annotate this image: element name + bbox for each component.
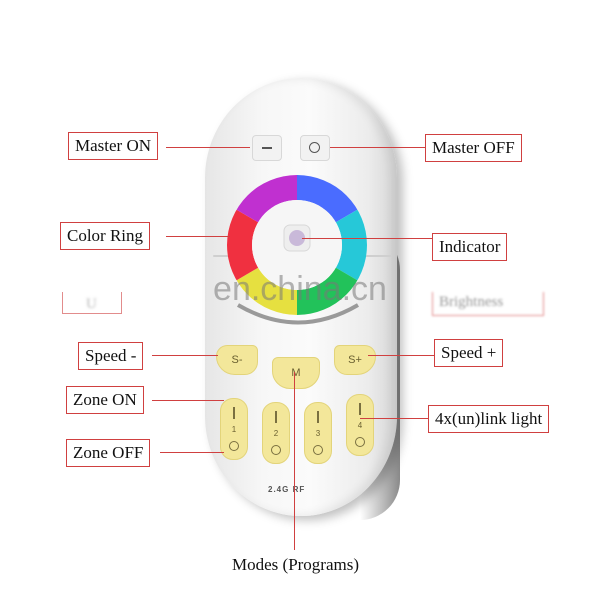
master-off-key — [300, 135, 330, 161]
leader-master-off — [330, 147, 425, 148]
label-link-light: 4x(un)link light — [428, 405, 550, 433]
label-master-off: Master OFF — [425, 134, 522, 162]
circle-icon — [271, 445, 281, 455]
zone-key-4: 4 — [346, 394, 374, 456]
label-speed-minus: Speed - — [78, 342, 144, 370]
speed-minus-key: S- — [216, 345, 258, 375]
label-zone-off: Zone OFF — [66, 439, 151, 467]
zone-key-2: 2 — [262, 402, 290, 464]
label-modes: Modes (Programs) — [232, 555, 360, 574]
leader-speed-plus — [368, 355, 434, 356]
leader-master-on — [166, 147, 250, 148]
leader-indicator — [302, 238, 432, 239]
leader-zone-on — [152, 400, 224, 401]
speed-plus-key: S+ — [334, 345, 376, 375]
brightness-slider — [236, 303, 360, 325]
label-color-ring: Color Ring — [60, 222, 151, 250]
watermark: en.china.cn — [213, 270, 387, 308]
circle-icon — [229, 441, 239, 451]
label-master-on: Master ON — [68, 132, 159, 160]
leader-speed-minus — [152, 355, 218, 356]
leader-link-light — [360, 418, 428, 419]
minus-icon — [262, 147, 272, 149]
leader-zone-off — [160, 452, 224, 453]
label-zone-on: Zone ON — [66, 386, 144, 414]
label-speed-plus: Speed + — [434, 339, 504, 367]
brightness-label: Brightness — [432, 292, 544, 316]
zone-key-3: 3 — [304, 402, 332, 464]
brand-mark: 2.4G RF — [268, 485, 306, 494]
circle-icon — [355, 437, 365, 447]
label-indicator: Indicator — [432, 233, 508, 261]
leader-modes — [294, 372, 295, 550]
master-on-key — [252, 135, 282, 161]
color-ring — [227, 175, 367, 315]
circle-icon — [309, 142, 320, 153]
leader-color-ring — [166, 236, 230, 237]
zone-key-1: 1 — [220, 398, 248, 460]
circle-icon — [313, 445, 323, 455]
blurred-label-box-left — [62, 292, 122, 314]
mode-key: M — [272, 357, 320, 389]
